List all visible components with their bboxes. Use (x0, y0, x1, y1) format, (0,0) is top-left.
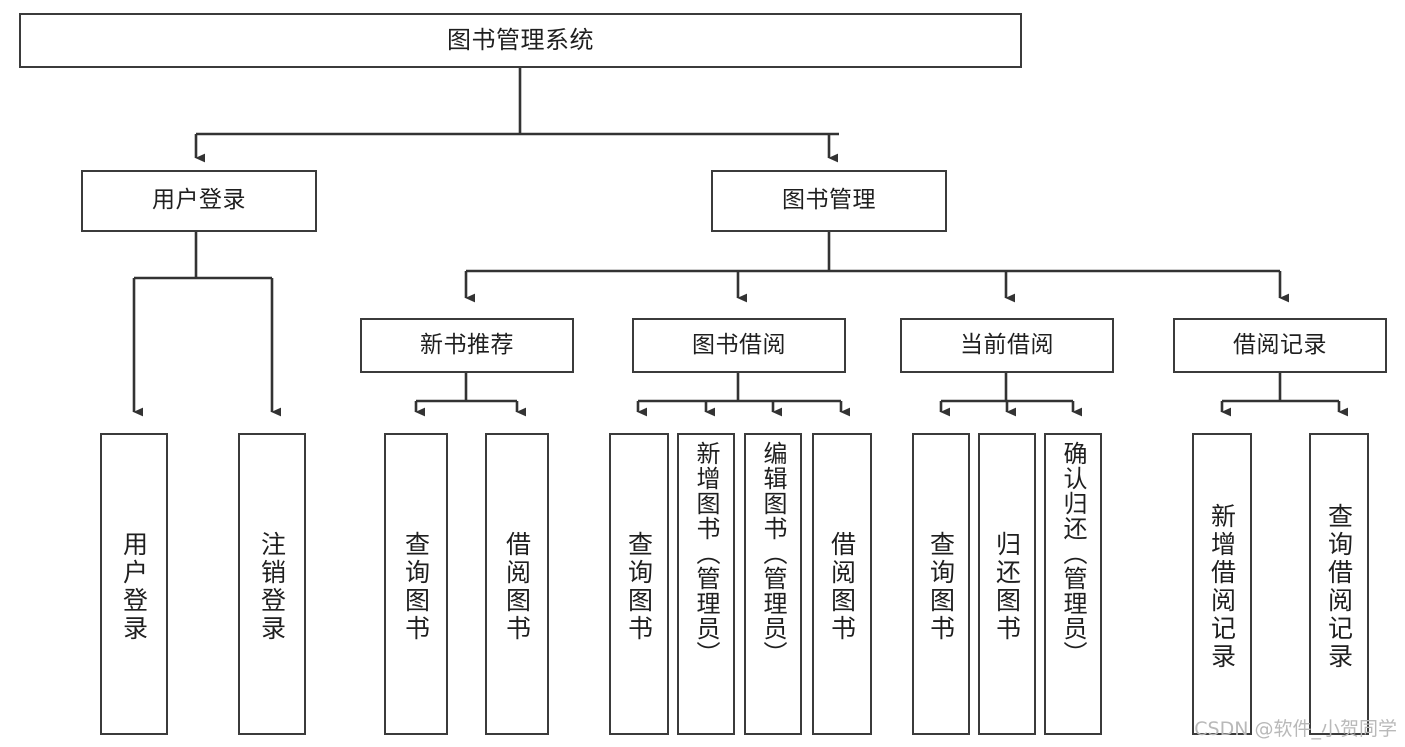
leaf-borrow-borrow-book[interactable]: 借阅图书 (812, 433, 872, 735)
leaf-user-login-label: 用户登录 (119, 531, 149, 643)
node-user-login-label: 用户登录 (152, 187, 246, 214)
leaf-borrow-add-book-label: 新增图书（管理员） (692, 441, 720, 666)
leaf-record-add-label: 新增借阅记录 (1207, 503, 1237, 671)
leaf-current-query-book[interactable]: 查询图书 (912, 433, 970, 735)
node-book-borrow[interactable]: 图书借阅 (632, 318, 846, 373)
leaf-current-query-book-label: 查询图书 (926, 531, 956, 643)
leaf-borrow-edit-book-label: 编辑图书（管理员） (759, 441, 787, 666)
leaf-recommend-query-book-label: 查询图书 (401, 531, 431, 643)
leaf-recommend-borrow-book[interactable]: 借阅图书 (485, 433, 549, 735)
leaf-current-confirm-return-label: 确认归还（管理员） (1059, 441, 1087, 666)
leaf-logout[interactable]: 注销登录 (238, 433, 306, 735)
leaf-current-return-book-label: 归还图书 (992, 531, 1022, 643)
node-new-book-recommend[interactable]: 新书推荐 (360, 318, 574, 373)
leaf-user-login[interactable]: 用户登录 (100, 433, 168, 735)
leaf-current-return-book[interactable]: 归还图书 (978, 433, 1036, 735)
node-book-borrow-label: 图书借阅 (692, 331, 786, 358)
leaf-recommend-borrow-book-label: 借阅图书 (502, 531, 532, 643)
node-root-system[interactable]: 图书管理系统 (19, 13, 1022, 68)
node-book-manage-label: 图书管理 (782, 187, 876, 214)
leaf-borrow-borrow-book-label: 借阅图书 (827, 531, 857, 643)
node-book-manage[interactable]: 图书管理 (711, 170, 947, 232)
leaf-borrow-add-book[interactable]: 新增图书（管理员） (677, 433, 735, 735)
node-borrow-record-label: 借阅记录 (1233, 331, 1327, 358)
leaf-logout-label: 注销登录 (257, 531, 287, 643)
node-user-login[interactable]: 用户登录 (81, 170, 317, 232)
watermark-text: CSDN @软件_小贺同学 (1194, 718, 1397, 740)
node-current-borrow-label: 当前借阅 (960, 331, 1054, 358)
node-borrow-record[interactable]: 借阅记录 (1173, 318, 1387, 373)
leaf-current-confirm-return[interactable]: 确认归还（管理员） (1044, 433, 1102, 735)
leaf-record-query-label: 查询借阅记录 (1324, 503, 1354, 671)
leaf-record-query[interactable]: 查询借阅记录 (1309, 433, 1369, 735)
leaf-record-add[interactable]: 新增借阅记录 (1192, 433, 1252, 735)
leaf-recommend-query-book[interactable]: 查询图书 (384, 433, 448, 735)
node-current-borrow[interactable]: 当前借阅 (900, 318, 1114, 373)
leaf-borrow-query-book-label: 查询图书 (624, 531, 654, 643)
leaf-borrow-query-book[interactable]: 查询图书 (609, 433, 669, 735)
node-new-book-recommend-label: 新书推荐 (420, 331, 514, 358)
leaf-borrow-edit-book[interactable]: 编辑图书（管理员） (744, 433, 802, 735)
node-root-system-label: 图书管理系统 (447, 26, 594, 55)
